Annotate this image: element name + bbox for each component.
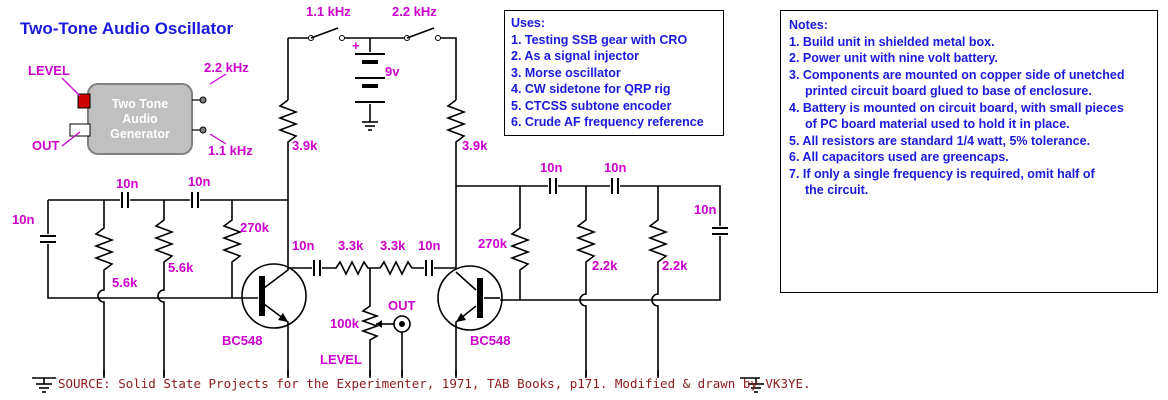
resistor-r2 [647,186,669,378]
c-r1-label: 10n [540,160,562,175]
switch-left-contact-b [339,35,345,41]
notes-item: 3. Components are mounted on copper side… [789,67,1125,82]
pot-100k [360,268,380,378]
wire [47,244,240,299]
uses-item: 2. As a signal injector [511,49,640,63]
c-r3-label: 10n [694,202,716,217]
power-section: 1.1 kHz 2.2 kHz + 9v [287,4,457,131]
left-oscillator: 3.9k 10n 10n 10n 5.6k 5.6k 270k BC548 [12,99,321,378]
switch-left-lever [310,27,339,39]
out-jack-label: OUT [388,298,416,313]
r-l-bias-label: 270k [240,220,270,235]
source-credit: SOURCE: Solid State Projects for the Exp… [58,376,811,391]
switch-right-contact-b [435,35,441,41]
resistor-l2 [153,200,175,378]
high-pointer [209,73,227,85]
c-l3-label: 10n [12,212,34,227]
level-pointer [61,77,81,97]
uses-item: 6. Crude AF frequency reference [511,115,704,129]
uses-item: 5. CTCSS subtone encoder [511,98,672,113]
generator-freq-high: 2.2 kHz [204,60,249,75]
wire [263,303,289,378]
c-couple-r-label: 10n [418,238,440,253]
r-l1-label: 5.6k [112,275,138,290]
generator-level-label: LEVEL [28,63,70,78]
c-l1-label: 10n [116,176,138,191]
q-left-label: BC548 [222,333,262,348]
uses-box: Uses: 1. Testing SSB gear with CRO 2. As… [504,10,724,136]
notes-item: the circuit. [805,183,869,197]
c-r2-label: 10n [604,160,626,175]
q-right-label: BC548 [470,333,510,348]
level-knob [77,93,91,109]
uses-heading: Uses: [511,16,546,30]
r-mix1-label: 3.3k [338,238,364,253]
notes-item: 7. If only a single frequency is require… [789,166,1095,181]
level-label: LEVEL [320,352,362,367]
resistor-l-bias [221,200,243,298]
transistor-left [241,263,307,329]
c-couple-l-label: 10n [292,238,314,253]
mixer-resistors [322,260,424,276]
notes-heading: Notes: [789,18,828,32]
r-r1-label: 2.2k [592,258,618,273]
r-mix2-label: 3.3k [380,238,406,253]
uses-item: 3. Morse oscillator [511,65,621,80]
resistor-r-bias [509,186,531,300]
notes-item: printed circuit board glued to base of e… [805,84,1092,98]
r-l2-label: 5.6k [168,260,194,275]
resistor-left-collector [277,99,299,200]
battery-voltage: 9v [385,64,400,79]
notes-item: of PC board material used to hold it in … [805,117,1070,131]
out-socket [69,123,91,137]
uses-item: 4. CW sidetone for QRP rig [511,82,671,96]
r-left-collector-label: 3.9k [292,138,318,153]
wire [620,185,721,226]
uses-item: 1. Testing SSB gear with CRO [511,32,688,47]
emitter-arrow [278,313,288,322]
notes-item: 5. All resistors are standard 1/4 watt, … [789,133,1091,148]
r-right-collector-label: 3.9k [462,138,488,153]
resistor-right-collector [445,99,467,268]
wire [455,271,477,291]
wire [263,200,289,289]
switch-left-label: 1.1 kHz [306,4,351,19]
generator-freq-low: 1.1 kHz [208,143,253,158]
right-oscillator: 3.9k 10n 10n 10n 270k 2.2k 2.2k BC548 [437,99,728,378]
c-l2-label: 10n [188,174,210,189]
low-switch-knob [199,126,207,134]
emitter-arrow [456,313,466,322]
generator-out-label: OUT [32,138,60,153]
notes-item: 4. Battery is mounted on circuit board, … [789,100,1124,115]
transistor-right [437,265,503,331]
notes-item: 6. All capacitors used are greencaps. [789,150,1009,164]
pot-label: 100k [330,316,360,331]
generator-illustration: Two Tone Audio Generator LEVEL OUT 2.2 k… [28,60,253,158]
r-r2-label: 2.2k [662,258,688,273]
mixer-section: 3.3k 3.3k 10n 100k OUT LEVEL [320,238,456,378]
wire [440,37,457,100]
generator-label-2: Audio [122,112,158,126]
ground-drops [103,370,659,378]
diagram-title: Two-Tone Audio Oscillator [20,19,234,38]
notes-box: Notes: 1. Build unit in shielded metal b… [780,10,1158,293]
generator-label-1: Two Tone [112,97,169,111]
switch-right-label: 2.2 kHz [392,4,437,19]
generator-body [87,83,193,155]
generator-label-3: Generator [110,127,170,141]
battery-plus: + [352,38,360,53]
out-pointer [61,131,81,147]
wire [500,236,721,301]
ground-rail: SOURCE: Solid State Projects for the Exp… [32,370,811,393]
resistor-r1 [575,186,597,378]
switch-right-lever [406,27,435,39]
notes-item: 1. Build unit in shielded metal box. [789,34,995,49]
high-switch-knob [199,96,207,104]
r-r-bias-label: 270k [478,236,508,251]
notes-item: 2. Power unit with nine volt battery. [789,51,998,65]
resistor-l1 [93,200,115,378]
low-pointer [209,133,227,145]
